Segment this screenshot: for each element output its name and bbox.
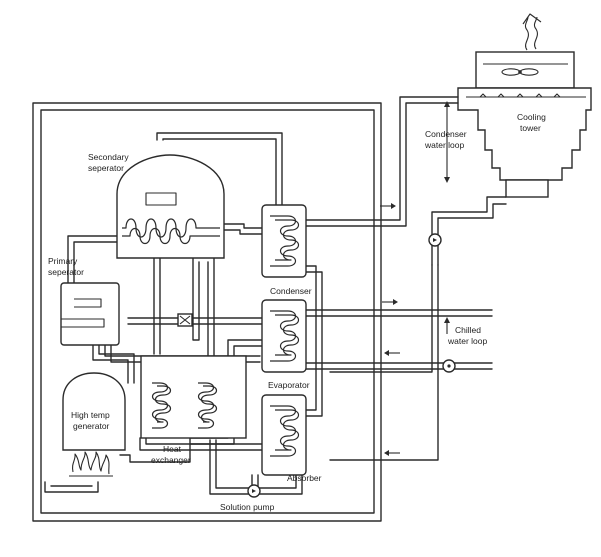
- exhaust-arrow-icon: [522, 13, 542, 51]
- solution-pump-label: Solution pump: [220, 502, 275, 512]
- absorber: Absorber: [261, 394, 322, 483]
- heat-exchanger-label-line2: exchanger: [151, 455, 191, 465]
- chilled-water-pump-icon: [442, 359, 456, 373]
- chilled-loop-double-arrow-icon: [444, 317, 450, 334]
- heat-exchanger: Heat exchanger: [140, 355, 247, 465]
- chilled-water-loop-label-line2: water loop: [447, 336, 487, 346]
- high-temp-generator: High temp generator: [62, 372, 126, 477]
- chilled-flow-return-arrow-icon: [384, 350, 400, 356]
- high-temp-generator-label-line2: generator: [73, 421, 110, 431]
- condenser-water-loop-label-line2: water loop: [424, 140, 464, 150]
- burner-flame-icon: [69, 451, 113, 477]
- condenser-water-loop: Condenser water loop: [305, 96, 507, 461]
- condenser-label: Condenser: [270, 286, 312, 296]
- expansion-valve-icon: [177, 313, 193, 327]
- chilled-water-loop-label-line1: Chilled: [455, 325, 481, 335]
- flow-arrow-out-icon: [380, 203, 396, 209]
- high-temp-generator-label-line1: High temp: [71, 410, 110, 420]
- absorber-label: Absorber: [287, 473, 322, 483]
- primary-separator-label-line2: seperator: [48, 267, 84, 277]
- flow-arrow-return-icon: [384, 450, 400, 456]
- internal-piping: [44, 132, 323, 495]
- cooling-tower-label-line1: Cooling: [517, 112, 546, 122]
- cooling-tower: Cooling tower: [457, 13, 592, 198]
- chilled-flow-in-arrow-icon: [382, 299, 398, 305]
- heat-exchanger-label-line1: Heat: [163, 444, 182, 454]
- primary-separator-label-line1: Primary: [48, 256, 78, 266]
- evaporator-label: Evaporator: [268, 380, 310, 390]
- cooling-tower-label-line2: tower: [520, 123, 541, 133]
- condenser-water-loop-label-line1: Condenser: [425, 129, 467, 139]
- condenser-pump-icon: [428, 233, 442, 247]
- primary-separator: Primary seperator: [48, 256, 120, 346]
- evaporator: Evaporator: [261, 299, 310, 390]
- secondary-separator-label-line1: Secondary: [88, 152, 129, 162]
- secondary-separator: Secondary seperator: [88, 152, 225, 259]
- secondary-separator-label-line2: seperator: [88, 163, 124, 173]
- chiller-enclosure: [32, 102, 382, 522]
- fan-icon: [501, 68, 539, 76]
- condenser: Condenser: [261, 204, 312, 296]
- condenser-loop-double-arrow-icon: [444, 101, 450, 183]
- chilled-water-loop: Chilled water loop: [305, 299, 493, 373]
- solution-pump: Solution pump: [220, 484, 275, 512]
